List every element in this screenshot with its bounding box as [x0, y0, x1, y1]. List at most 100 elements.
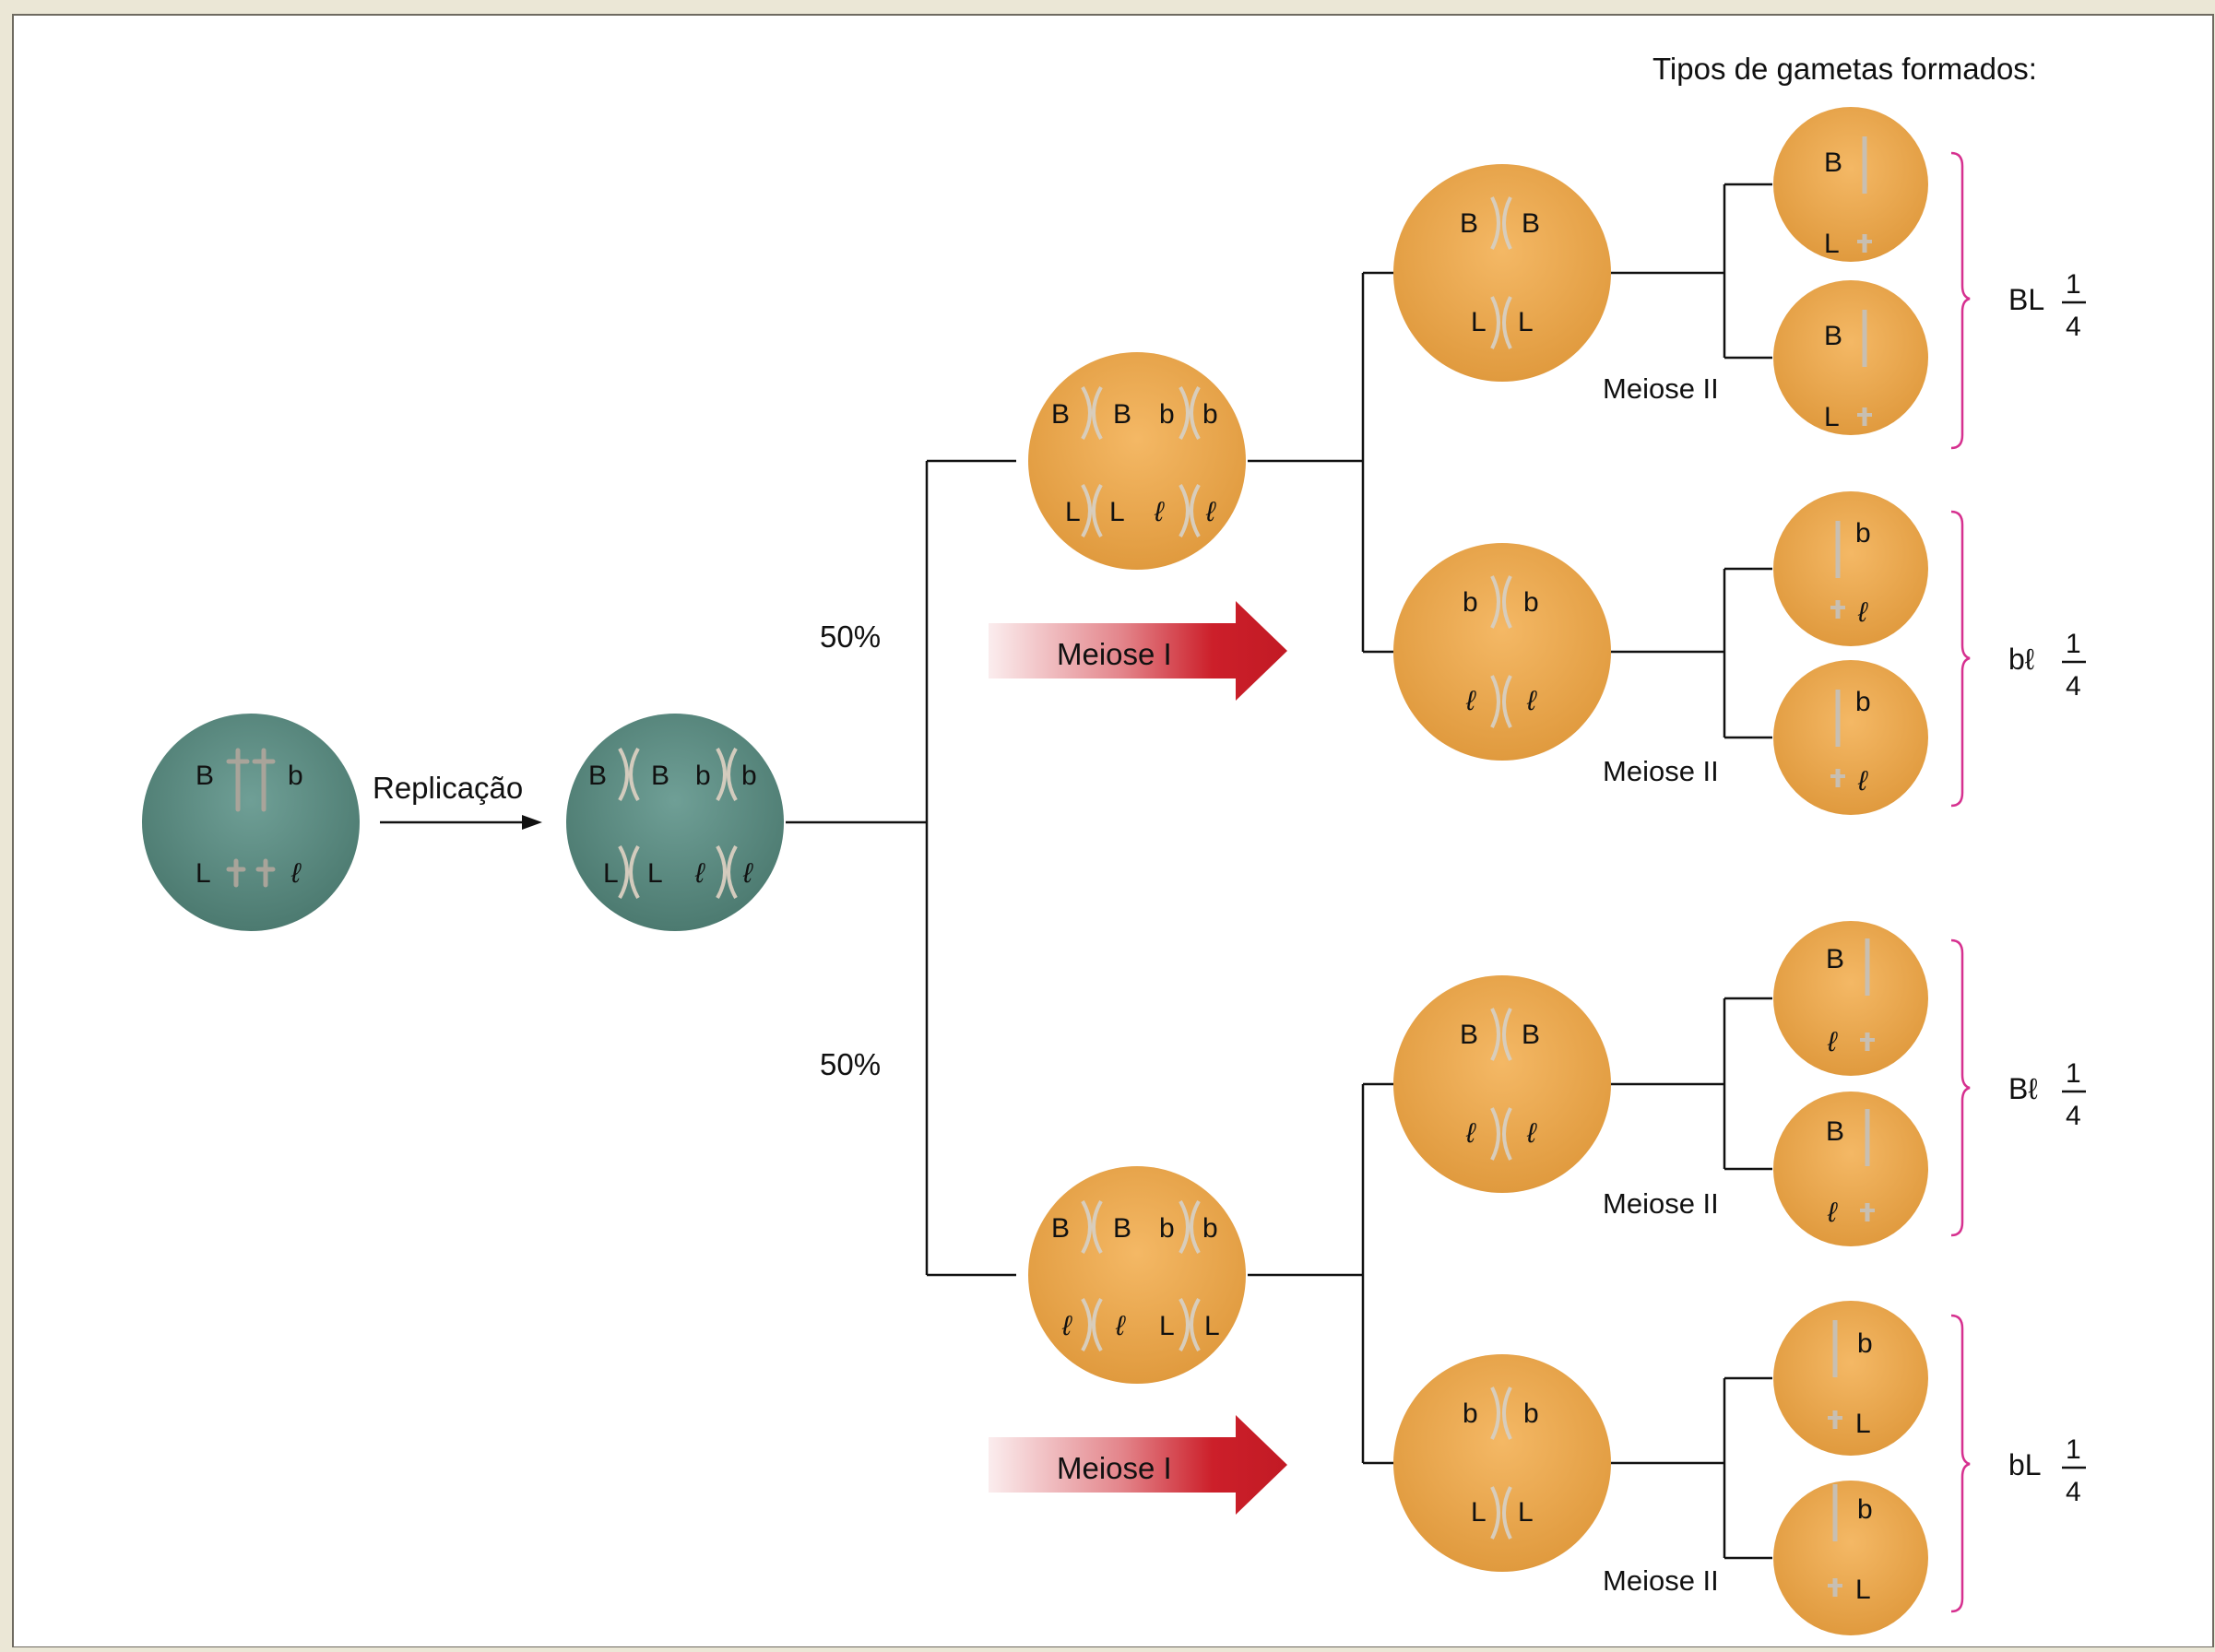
meiosis1-bottom-cell: B B b b ℓ ℓ L L — [1028, 1166, 1246, 1384]
m1-bottom-allele-a: B — [1051, 1213, 1070, 1244]
gamete-4: b ℓ — [1773, 660, 1928, 815]
gamete-8-allele-bottom: L — [1855, 1575, 1871, 1605]
daughter-4-allele-tr: b — [1523, 1398, 1539, 1429]
m1-bottom-allele-h: L — [1204, 1311, 1220, 1341]
parent-allele-tl: B — [195, 761, 214, 791]
gamete-type-3-genotype: Bℓ — [2008, 1072, 2038, 1105]
meiosis-one-label-bottom: Meiose I — [1057, 1451, 1172, 1485]
replicated-allele-d: b — [741, 761, 757, 791]
gamete-7-allele-top: b — [1857, 1328, 1873, 1359]
daughter-2-allele-br: ℓ — [1526, 686, 1537, 716]
meiosis-two-label-1: Meiose II — [1603, 372, 1719, 405]
daughter-3-allele-tr: B — [1522, 1020, 1540, 1050]
meiosis-two-label-2: Meiose II — [1603, 755, 1719, 787]
gamete-3-allele-bottom: ℓ — [1857, 597, 1868, 628]
meiosis1-top-cell: B B b b L L ℓ ℓ — [1028, 352, 1246, 570]
m1-top-allele-h: ℓ — [1205, 497, 1216, 527]
replication-arrow: Replicação — [373, 771, 542, 830]
parent-allele-bl: L — [195, 858, 211, 889]
connector-lines — [786, 183, 1772, 1560]
gamete-4-allele-bottom: ℓ — [1857, 766, 1868, 796]
daughter-cell-1: B B L L — [1393, 164, 1611, 382]
gamete-type-4: bL 1 4 — [2008, 1434, 2086, 1507]
gamete-6-allele-top: B — [1826, 1116, 1844, 1147]
m1-bottom-allele-f: ℓ — [1115, 1311, 1126, 1341]
daughter-2-allele-tl: b — [1463, 587, 1478, 618]
gamete-type-1-denominator: 4 — [2066, 312, 2081, 342]
gamete-2-allele-top: B — [1824, 321, 1842, 351]
replicated-allele-g: ℓ — [694, 858, 705, 889]
m1-top-allele-f: L — [1109, 497, 1125, 527]
m1-top-allele-c: b — [1159, 399, 1175, 430]
replication-label: Replicação — [373, 771, 523, 805]
meiosis-one-arrow-top: Meiose I — [989, 601, 1287, 701]
gamete-type-4-denominator: 4 — [2066, 1477, 2081, 1507]
gamete-8: b L — [1773, 1481, 1928, 1635]
replicated-allele-c: b — [695, 761, 711, 791]
parent-cell: B b L ℓ — [142, 714, 360, 931]
gamete-1-allele-bottom: L — [1824, 229, 1840, 259]
m1-top-allele-d: b — [1202, 399, 1218, 430]
brace-2 — [1950, 510, 1971, 808]
m1-top-allele-e: L — [1065, 497, 1081, 527]
gamete-type-1-numerator: 1 — [2066, 269, 2081, 300]
percent-top-label: 50% — [820, 620, 881, 654]
meiosis-one-label-top: Meiose I — [1057, 637, 1172, 671]
replicated-allele-e: L — [603, 858, 619, 889]
gamete-1: B L — [1773, 107, 1928, 262]
m1-top-allele-b: B — [1113, 399, 1131, 430]
meiosis-two-label-3: Meiose II — [1603, 1187, 1719, 1220]
parent-allele-tr: b — [288, 761, 303, 791]
daughter-2-allele-tr: b — [1523, 587, 1539, 618]
gamete-6-allele-bottom: ℓ — [1827, 1198, 1838, 1228]
daughter-cell-3: B B ℓ ℓ — [1393, 975, 1611, 1193]
gamete-2-allele-bottom: L — [1824, 402, 1840, 432]
daughter-1-allele-tl: B — [1460, 208, 1478, 239]
gamete-braces — [1950, 151, 1971, 1613]
gamete-type-1: BL 1 4 — [2008, 269, 2086, 342]
gamete-5: B ℓ — [1773, 921, 1928, 1076]
meiosis-one-arrow-bottom: Meiose I — [989, 1415, 1287, 1515]
m1-top-allele-g: ℓ — [1154, 497, 1165, 527]
brace-4 — [1950, 1314, 1971, 1613]
gamete-type-3-denominator: 4 — [2066, 1101, 2081, 1131]
gamete-type-3: Bℓ 1 4 — [2008, 1058, 2086, 1131]
daughter-3-allele-bl: ℓ — [1465, 1118, 1476, 1149]
brace-1 — [1950, 151, 1971, 450]
gamete-3-allele-top: b — [1855, 518, 1871, 549]
daughter-cell-4: b b L L — [1393, 1354, 1611, 1572]
parent-allele-br: ℓ — [290, 858, 302, 889]
brace-3 — [1950, 938, 1971, 1237]
replicated-allele-b: B — [651, 761, 669, 791]
gamete-2: B L — [1773, 280, 1928, 435]
daughter-4-allele-br: L — [1518, 1497, 1534, 1528]
daughter-1-allele-tr: B — [1522, 208, 1540, 239]
daughter-1-allele-bl: L — [1471, 307, 1487, 337]
meiosis-two-label-4: Meiose II — [1603, 1564, 1719, 1597]
daughter-cell-2: b b ℓ ℓ — [1393, 543, 1611, 761]
gamete-type-2-genotype: bℓ — [2008, 643, 2034, 676]
replicated-allele-a: B — [588, 761, 607, 791]
gamete-type-3-numerator: 1 — [2066, 1058, 2081, 1089]
percent-bottom-label: 50% — [820, 1047, 881, 1081]
gamete-1-allele-top: B — [1824, 148, 1842, 178]
daughter-3-allele-br: ℓ — [1526, 1118, 1537, 1149]
m1-bottom-allele-g: L — [1159, 1311, 1175, 1341]
m1-bottom-allele-b: B — [1113, 1213, 1131, 1244]
replicated-allele-h: ℓ — [742, 858, 753, 889]
gamete-5-allele-top: B — [1826, 944, 1844, 974]
gamete-7: b L — [1773, 1301, 1928, 1456]
gamete-3: b ℓ — [1773, 491, 1928, 646]
gamete-6: B ℓ — [1773, 1092, 1928, 1246]
gamete-5-allele-bottom: ℓ — [1827, 1027, 1838, 1057]
replicated-allele-f: L — [647, 858, 663, 889]
gamete-type-2-denominator: 4 — [2066, 671, 2081, 702]
gamete-type-4-numerator: 1 — [2066, 1434, 2081, 1465]
gamete-type-2-numerator: 1 — [2066, 629, 2081, 659]
daughter-3-allele-tl: B — [1460, 1020, 1478, 1050]
daughter-1-allele-br: L — [1518, 307, 1534, 337]
gamete-type-2: bℓ 1 4 — [2008, 629, 2086, 702]
gamete-8-allele-top: b — [1857, 1494, 1873, 1525]
